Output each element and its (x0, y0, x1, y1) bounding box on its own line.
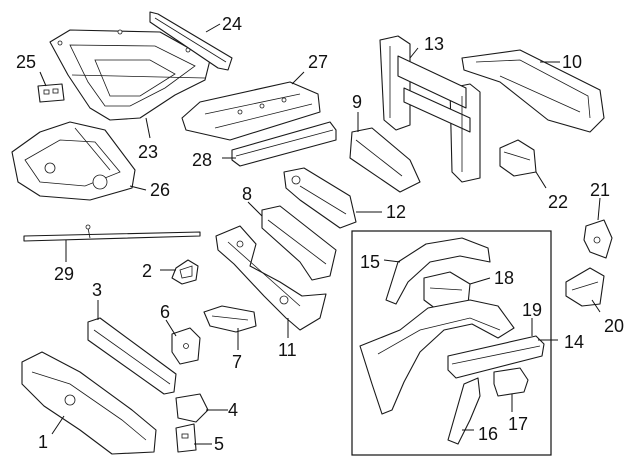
callout-29: 29 (54, 264, 74, 284)
part-rear-cross-panel[interactable] (181, 81, 321, 141)
callout-6: 6 (160, 302, 170, 322)
part-rear-cross-member[interactable] (283, 167, 357, 229)
callout-10: 10 (562, 52, 582, 72)
callout-9: 9 (352, 92, 362, 112)
callout-19: 19 (522, 300, 542, 320)
part-support-rod[interactable] (23, 224, 201, 242)
part-corner-bracket[interactable] (175, 393, 209, 423)
callout-18: 18 (494, 268, 514, 288)
part-floor-rail[interactable] (231, 121, 337, 167)
callout-13: 13 (424, 34, 444, 54)
callout-4: 4 (228, 400, 238, 420)
callout-24: 24 (222, 14, 242, 34)
part-rear-floor-tray[interactable] (11, 121, 136, 201)
part-frame-side-rail[interactable] (215, 225, 327, 331)
inset-frame (351, 230, 552, 456)
part-rear-side-rail[interactable] (447, 335, 545, 379)
callout-21: 21 (590, 180, 610, 200)
callout-17: 17 (508, 414, 528, 434)
part-reinforcement-bracket[interactable] (349, 127, 421, 193)
part-grommet[interactable] (171, 259, 199, 285)
callout-14: 14 (564, 332, 584, 352)
part-wheelhouse-outer[interactable] (385, 237, 491, 305)
callout-25: 25 (16, 52, 36, 72)
callout-20: 20 (604, 316, 624, 336)
callout-26: 26 (150, 180, 170, 200)
callout-15: 15 (360, 252, 380, 272)
callout-8: 8 (242, 184, 252, 204)
callout-16: 16 (478, 424, 498, 444)
callout-12: 12 (386, 202, 406, 222)
callout-labels: 1 2 3 4 5 6 7 8 9 10 11 12 13 14 15 16 1… (16, 14, 624, 454)
part-seat-cross-member[interactable] (87, 317, 177, 395)
part-rear-frame-structure[interactable] (379, 35, 481, 183)
callout-3: 3 (92, 280, 102, 300)
part-upper-rear-panel[interactable] (461, 49, 605, 133)
callout-22: 22 (548, 192, 568, 212)
part-rail-bracket[interactable] (493, 367, 529, 397)
part-lower-side-bracket[interactable] (565, 267, 605, 307)
part-upper-side-bracket[interactable] (583, 219, 613, 259)
part-rear-floor-pan[interactable] (21, 351, 157, 455)
part-brace-bracket[interactable] (203, 305, 257, 333)
callout-23: 23 (138, 142, 158, 162)
callout-1: 1 (38, 432, 48, 452)
callout-7: 7 (232, 352, 242, 372)
part-rear-rail-strip[interactable] (149, 11, 233, 71)
part-long-reinforcement[interactable] (261, 205, 337, 281)
leader-lines (39, 23, 601, 445)
part-side-bracket[interactable] (499, 139, 537, 177)
part-quarter-inner-panel[interactable] (359, 299, 515, 415)
callout-5: 5 (214, 434, 224, 454)
part-mount-bracket[interactable] (171, 327, 201, 365)
callout-11: 11 (278, 340, 297, 360)
part-small-bracket[interactable] (37, 83, 65, 103)
callout-2: 2 (142, 261, 152, 281)
part-plate-bracket[interactable] (175, 423, 197, 453)
callout-27: 27 (308, 52, 328, 72)
callout-28: 28 (192, 150, 212, 170)
part-lower-extension[interactable] (447, 377, 481, 445)
